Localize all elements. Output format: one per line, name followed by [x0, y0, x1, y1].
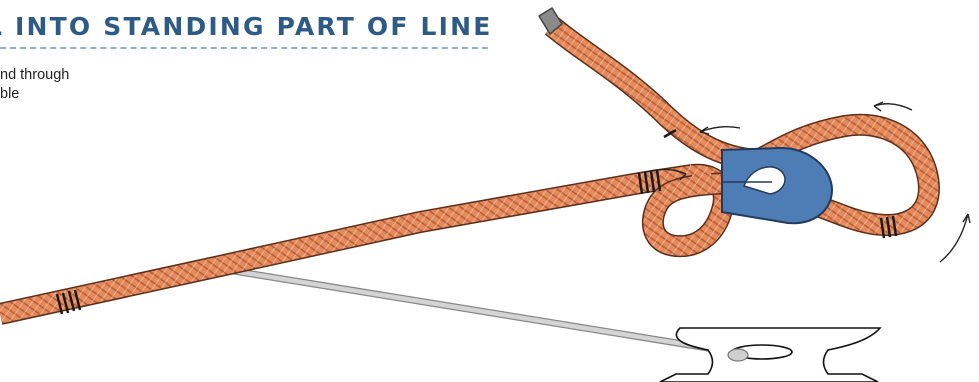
whipping-marks [55, 128, 898, 315]
arrow-top-icon [873, 103, 913, 111]
whipping-standing [637, 169, 662, 195]
rope-tip-tape [537, 6, 563, 36]
whipping-working [663, 128, 677, 139]
instruction-text: nd through ble [0, 66, 150, 104]
fid-in-cleat [727, 348, 749, 362]
rope-standing-part [0, 164, 694, 325]
thimble [721, 146, 834, 225]
rope-working-end [537, 6, 759, 171]
direction-arrows [645, 101, 971, 263]
instruction-line-1: nd through [0, 67, 70, 83]
whipping-eye [879, 215, 898, 239]
instruction-line-2: ble [0, 86, 20, 102]
heading-divider [0, 47, 488, 49]
arrow-right-curve-icon [939, 213, 969, 263]
whipping-left [55, 289, 82, 315]
cleat [659, 327, 882, 382]
fid-tool [211, 264, 749, 358]
section-heading: L INTO STANDING PART OF LINE [0, 12, 493, 41]
arrow-left-icon [699, 125, 741, 133]
